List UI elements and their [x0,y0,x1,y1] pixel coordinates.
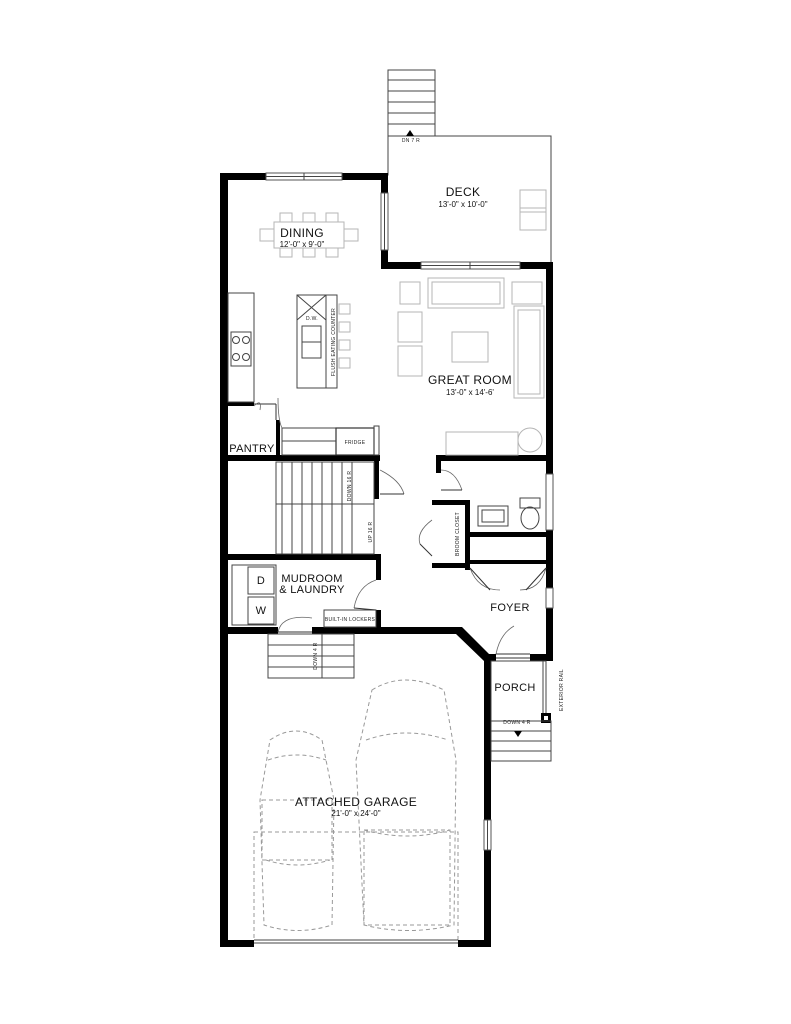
room-pantry-name: PANTRY [229,443,275,455]
dryer-label: D [257,575,265,587]
room-dining-name: DINING [280,226,324,240]
car-left [259,730,335,931]
room-dining-dims: 12'-0" x 9'-0" [280,240,325,249]
foyer-doors [469,567,547,659]
room-porch-name: PORCH [494,682,535,694]
garage-door [253,831,459,944]
room-garage-dims: 21'-0" x 24'-0" [331,809,380,818]
fridge-label: FRIDGE [345,440,366,446]
broom-closet-door [418,519,433,557]
washer [247,596,275,625]
lockers-label: BUILT-IN LOCKERS [325,617,376,623]
exterior-rail-label: EXTERIOR RAIL [559,669,565,711]
great-room-furniture [397,277,545,456]
washer-label: W [256,605,267,617]
built-in-lockers [323,609,377,628]
room-foyer-name: FOYER [490,602,529,614]
annotation-labels: DN 7 R D.W. FLUSH EATING COUNTER FRIDGE … [256,138,565,726]
cooktop [230,331,252,367]
counter-label: FLUSH EATING COUNTER [331,308,337,376]
room-great-room-name: GREAT ROOM [428,373,512,387]
dishwasher-label: D.W. [306,316,318,322]
room-garage-name: ATTACHED GARAGE [295,795,417,809]
dining-table [259,212,359,258]
porch-stair-label: DOWN 4 R [503,720,530,726]
deck-chairs [519,189,547,231]
room-laundry-name: & LAUNDRY [279,584,345,596]
car-right [355,679,457,931]
stair-down-label: DOWN 16 R [347,471,353,502]
main-stairs [275,461,405,555]
mudroom [231,564,377,633]
porch-stair-arrow-icon [514,731,522,737]
room-mudroom-name: MUDROOM [281,573,342,585]
room-great-room-dims: 13'-0" x 14'-6' [446,388,494,397]
deck-stair-arrow-icon [406,130,414,136]
windows [265,172,554,851]
interior-walls [220,402,553,661]
broom-closet-label: BROOM CLOSET [455,512,461,556]
powder-room [440,469,541,530]
porch [490,660,552,762]
room-deck-dims: 13'-0" x 10'-0" [438,200,487,209]
room-deck-name: DECK [446,185,481,199]
kitchen [227,292,380,456]
deck-outline [381,69,552,265]
pantry-door [253,397,283,429]
deck-stair-label: DN 7 R [402,138,420,144]
dryer [247,566,275,595]
garage-stair-label: DOWN 4 R [313,642,319,669]
room-labels: DECK 13'-0" x 10'-0" DINING 12'-0" x 9'-… [229,185,535,818]
stair-up-label: UP 16 R [368,521,374,542]
garage-stairs [267,633,355,679]
